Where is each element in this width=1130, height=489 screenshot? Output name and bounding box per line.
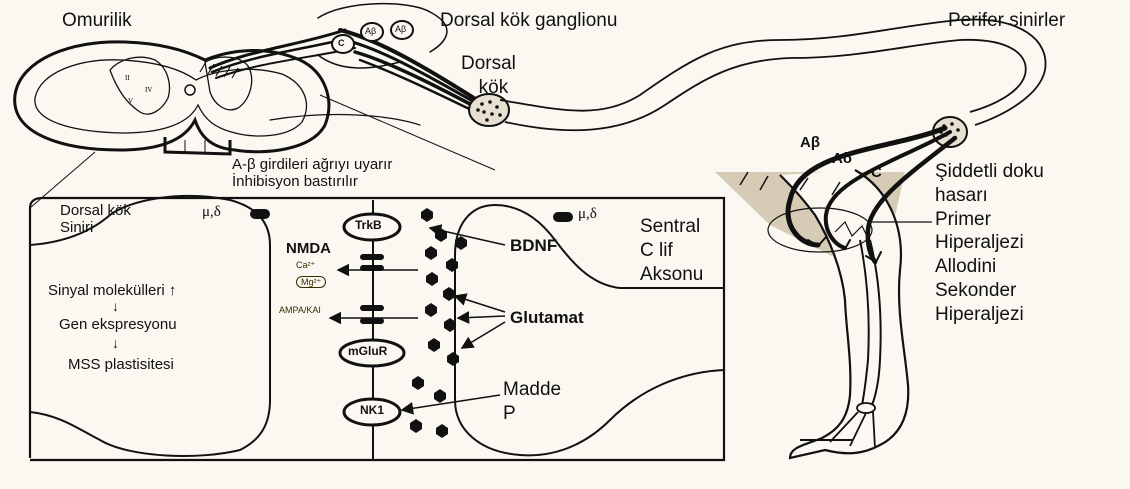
spinal-cord-label: Omurilik — [62, 10, 132, 32]
opioid-receptor-pills — [250, 209, 573, 222]
peripheral-nerve — [500, 20, 1046, 131]
calcium-ion-label: Ca²⁺ — [296, 260, 315, 270]
bdnf-label: BDNF — [510, 236, 557, 256]
leg-illustration — [715, 170, 908, 458]
drg-label: Dorsal kök ganglionu — [440, 10, 617, 32]
substance-p-label: Madde P — [503, 378, 561, 426]
transmitter-vesicles — [410, 208, 467, 438]
nmda-receptor-label: NMDA — [286, 240, 331, 257]
injury-label-block: Şiddetli doku hasarı Primer Hiperaljezi … — [935, 160, 1044, 326]
injury-line-2: hasarı — [935, 184, 1044, 208]
injury-line-4: Hiperaljezi — [935, 231, 1044, 255]
substance-p-line1: Madde — [503, 378, 561, 402]
fiber-c-label: C — [871, 164, 882, 181]
injury-line-7: Hiperaljezi — [935, 303, 1044, 327]
left-terminal-line2: Siniri — [60, 219, 131, 236]
dorsal-root-label-line1: Dorsal — [461, 52, 516, 76]
signaling-arrow-1: ↓ — [112, 298, 119, 314]
left-terminal-line1: Dorsal kök — [60, 202, 131, 219]
central-c-fiber-label: Sentral C lif Aksonu — [640, 215, 703, 286]
central-c-fiber-line3: Aksonu — [640, 263, 703, 287]
ampa-kai-label: AMPA/KAI — [279, 305, 321, 315]
svg-text:V: V — [128, 97, 133, 105]
magnesium-ion-label: Mg²⁺ — [296, 276, 326, 288]
dorsal-root-label: Dorsal kök — [461, 52, 516, 100]
glutamate-label: Glutamat — [510, 308, 584, 328]
nk1-receptor-label: NK1 — [360, 404, 384, 418]
injury-line-1: Şiddetli doku — [935, 160, 1044, 184]
fiber-ad-label: Aδ — [832, 150, 852, 167]
svg-text:II: II — [125, 74, 130, 82]
svg-text:IV: IV — [145, 86, 152, 94]
signaling-step-1: Sinyal molekülleri ↑ — [48, 282, 176, 299]
drg-c-cell-label: C — [338, 38, 345, 48]
caption-block: A-β girdileri ağrıyı uyarır İnhibisyon b… — [232, 156, 392, 191]
trkb-receptor-label: TrkB — [355, 219, 382, 233]
signaling-arrow-2: ↓ — [112, 335, 119, 351]
signaling-step-2: Gen ekspresyonu — [59, 316, 177, 333]
caption-line-2: İnhibisyon bastırılır — [232, 173, 392, 190]
injury-line-3: Primer — [935, 208, 1044, 232]
signaling-step-3: MSS plastisitesi — [68, 356, 174, 373]
drg-ab-cell-label-2: Aβ — [395, 24, 406, 34]
peripheral-nerve-label: Perifer sinirler — [948, 10, 1065, 32]
fiber-ab-label: Aβ — [800, 134, 820, 151]
central-c-fiber-line1: Sentral — [640, 215, 703, 239]
substance-p-line2: P — [503, 402, 561, 426]
injury-line-6: Sekonder — [935, 279, 1044, 303]
injury-line-5: Allodini — [935, 255, 1044, 279]
opioid-receptor-right-label: μ,δ — [578, 206, 597, 223]
mglur-receptor-label: mGluR — [348, 345, 387, 359]
left-terminal-label: Dorsal kök Siniri — [60, 202, 131, 237]
drg-ab-cell-label-1: Aβ — [365, 26, 376, 36]
central-c-fiber-line2: C lif — [640, 239, 703, 263]
caption-line-1: A-β girdileri ağrıyı uyarır — [232, 156, 392, 173]
opioid-receptor-left-label: μ,δ — [202, 204, 221, 221]
dorsal-root-label-line2: kök — [461, 76, 516, 100]
